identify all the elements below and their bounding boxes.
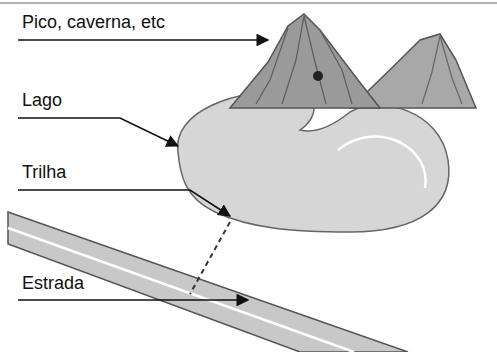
road-symbol	[8, 212, 408, 352]
symbol-label: Pico, caverna, etc	[22, 12, 165, 32]
top-rule	[0, 2, 497, 4]
symbol-label: Trilha	[22, 162, 66, 182]
lake-symbol	[178, 92, 449, 232]
symbol-label: Estrada	[22, 273, 84, 293]
peak-symbol	[230, 14, 476, 108]
trail-symbol	[190, 222, 230, 294]
symbol-label: Lago	[22, 90, 62, 110]
leader-lines	[18, 40, 268, 300]
